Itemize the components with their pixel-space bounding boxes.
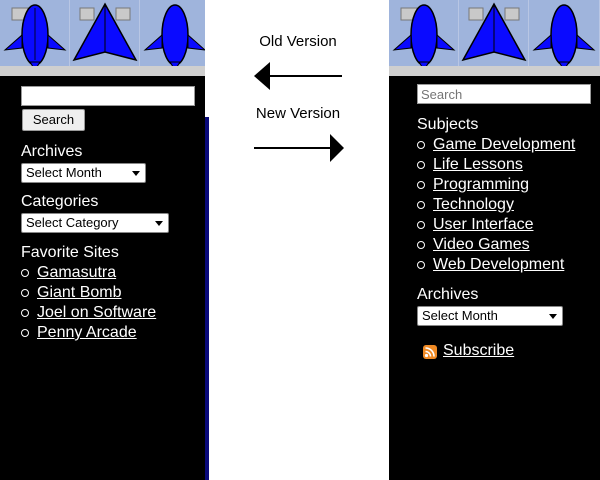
archives-select-value: Select Month — [422, 308, 498, 323]
subject-link[interactable]: Life Lessons — [433, 156, 523, 173]
archives-heading: Archives — [417, 286, 479, 303]
bullet-icon — [417, 181, 425, 189]
favorite-sites-list: Gamasutra Giant Bomb Joel on Software Pe… — [21, 263, 156, 343]
blimp-ship-icon — [389, 0, 459, 76]
archives-heading: Archives — [21, 143, 83, 160]
left-arrow-icon — [254, 62, 342, 90]
list-item: Technology — [417, 195, 575, 215]
rss-feed-icon[interactable] — [423, 345, 437, 359]
subjects-heading: Subjects — [417, 116, 479, 133]
list-item: User Interface — [417, 215, 575, 235]
new-header-banner — [389, 0, 600, 76]
list-item: Programming — [417, 175, 575, 195]
bullet-icon — [417, 161, 425, 169]
categories-select-value: Select Category — [26, 215, 119, 230]
chevron-down-icon — [155, 221, 163, 226]
archives-select[interactable]: Select Month — [21, 163, 146, 183]
list-item: Life Lessons — [417, 155, 575, 175]
bullet-icon — [417, 201, 425, 209]
archives-select[interactable]: Select Month — [417, 306, 563, 326]
categories-heading: Categories — [21, 193, 99, 210]
favorite-site-link[interactable]: Gamasutra — [37, 264, 117, 281]
subject-link[interactable]: Programming — [433, 176, 530, 193]
archives-select-value: Select Month — [26, 165, 102, 180]
subject-link[interactable]: Web Development — [433, 256, 565, 273]
bullet-icon — [417, 241, 425, 249]
bullet-icon — [417, 221, 425, 229]
new-version-sidebar: Subjects Game Development Life Lessons P… — [389, 0, 600, 480]
old-version-sidebar: Search Archives Select Month Categories … — [0, 0, 205, 480]
favorite-site-link[interactable]: Penny Arcade — [37, 324, 137, 341]
search-input[interactable] — [21, 86, 195, 106]
subjects-list: Game Development Life Lessons Programmin… — [417, 135, 575, 275]
blimp-ship-icon — [529, 0, 600, 76]
favorite-sites-heading: Favorite Sites — [21, 244, 119, 261]
list-item: Joel on Software — [21, 303, 156, 323]
blimp-ship-icon — [140, 0, 205, 76]
categories-select[interactable]: Select Category — [21, 213, 169, 233]
blimp-ship-icon — [0, 0, 70, 76]
list-item: Web Development — [417, 255, 575, 275]
right-arrow-icon — [254, 134, 344, 162]
bullet-icon — [21, 329, 29, 337]
bullet-icon — [417, 261, 425, 269]
old-sidebar-edge — [205, 117, 209, 480]
jet-fighter-icon — [459, 0, 529, 76]
subscribe-link[interactable]: Subscribe — [443, 342, 515, 359]
chevron-down-icon — [549, 314, 557, 319]
list-item: Gamasutra — [21, 263, 156, 283]
list-item: Penny Arcade — [21, 323, 156, 343]
list-item: Video Games — [417, 235, 575, 255]
subject-link[interactable]: User Interface — [433, 216, 534, 233]
bullet-icon — [21, 309, 29, 317]
new-version-label: New Version — [255, 105, 341, 122]
bullet-icon — [417, 141, 425, 149]
jet-fighter-icon — [70, 0, 140, 76]
list-item: Giant Bomb — [21, 283, 156, 303]
subject-link[interactable]: Technology — [433, 196, 514, 213]
search-input[interactable] — [417, 84, 591, 104]
favorite-site-link[interactable]: Giant Bomb — [37, 284, 122, 301]
bullet-icon — [21, 289, 29, 297]
old-header-banner — [0, 0, 205, 76]
list-item: Game Development — [417, 135, 575, 155]
search-button[interactable]: Search — [22, 109, 85, 131]
old-version-label: Old Version — [259, 33, 337, 50]
subject-link[interactable]: Game Development — [433, 136, 576, 153]
subject-link[interactable]: Video Games — [433, 236, 530, 253]
chevron-down-icon — [132, 171, 140, 176]
favorite-site-link[interactable]: Joel on Software — [37, 304, 157, 321]
bullet-icon — [21, 269, 29, 277]
